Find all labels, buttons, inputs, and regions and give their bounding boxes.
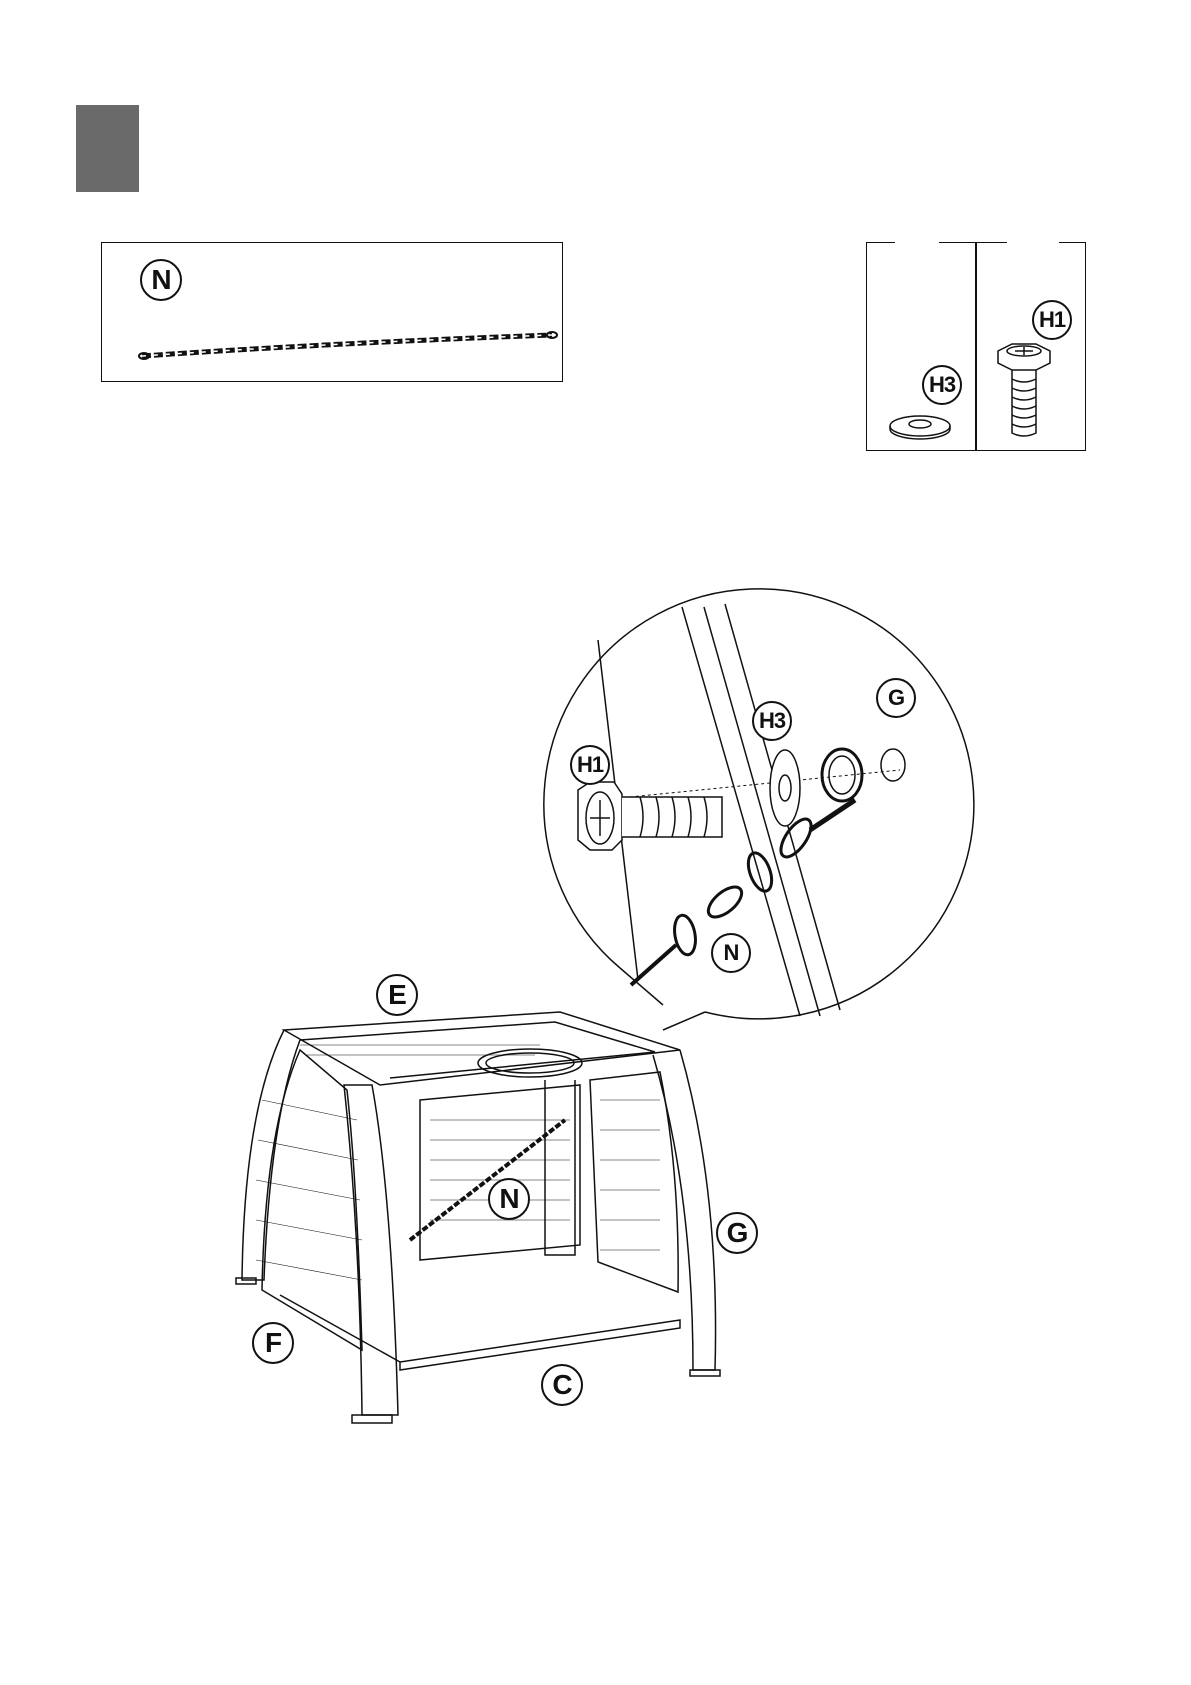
callout-F: F <box>252 1322 294 1364</box>
callout-E: E <box>376 974 418 1016</box>
callout-G: G <box>716 1212 758 1254</box>
fire-pit-frame <box>236 1012 720 1423</box>
callout-C: C <box>541 1364 583 1406</box>
callout-detail-H1: H1 <box>570 745 610 785</box>
callout-detail-H3: H3 <box>752 701 792 741</box>
callout-detail-G: G <box>876 678 916 718</box>
callout-N: N <box>488 1178 530 1220</box>
detail-magnifier <box>544 589 974 1030</box>
callout-detail-N: N <box>711 933 751 973</box>
